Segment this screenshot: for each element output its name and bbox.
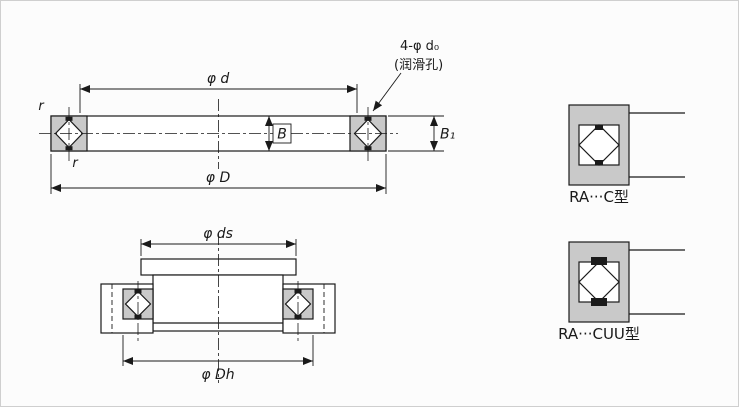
ra-c-type-label: RA···C型 [569,188,629,206]
chamfer-label-r-bottom: r [72,156,79,171]
ra-cuu-seal-bottom [591,298,607,306]
chamfer-label-r-top: r [38,99,45,114]
dim-label-D: φ D [206,170,231,186]
ra-cuu-type-label: RA···CUU型 [558,325,640,343]
dim-label-B1: B₁ [440,127,455,143]
lube-note-leader [372,72,402,112]
mounted-section-view: φ ds φ Dh [100,226,336,383]
detail-ra-c: RA···C型 [568,104,685,206]
dimension-ds: φ ds [140,226,297,256]
ra-cuu-seal-top [591,257,607,265]
right-spacer-bottom [364,146,372,151]
dimension-B: B [265,116,292,151]
ra-c-spacer-top [595,125,603,130]
right-mounted-spacer-bottom [294,314,302,319]
dimension-Dh: φ Dh [122,335,314,383]
detail-ra-cuu: RA···CUU型 [558,241,685,343]
dim-label-B: B [277,127,287,143]
left-mounted-spacer-bottom [134,314,142,319]
lube-note-label-cn: (润滑孔) [394,58,443,73]
dimension-d: φ d [79,71,358,113]
left-spacer-bottom [65,146,73,151]
lube-note-label: 4-φ d₀ [400,39,439,54]
dimension-D: φ D [50,154,387,194]
dimension-B1: B₁ [388,115,455,152]
lube-hole-note: 4-φ d₀ (润滑孔) [372,39,443,112]
dim-label-ds: φ ds [203,226,233,242]
main-section-view: φ d φ D B B₁ r r 4-φ d₀ (润滑孔) [38,39,455,194]
dim-label-d: φ d [207,71,230,87]
dim-label-Dh: φ Dh [201,367,234,383]
ra-c-spacer-bottom [595,160,603,165]
